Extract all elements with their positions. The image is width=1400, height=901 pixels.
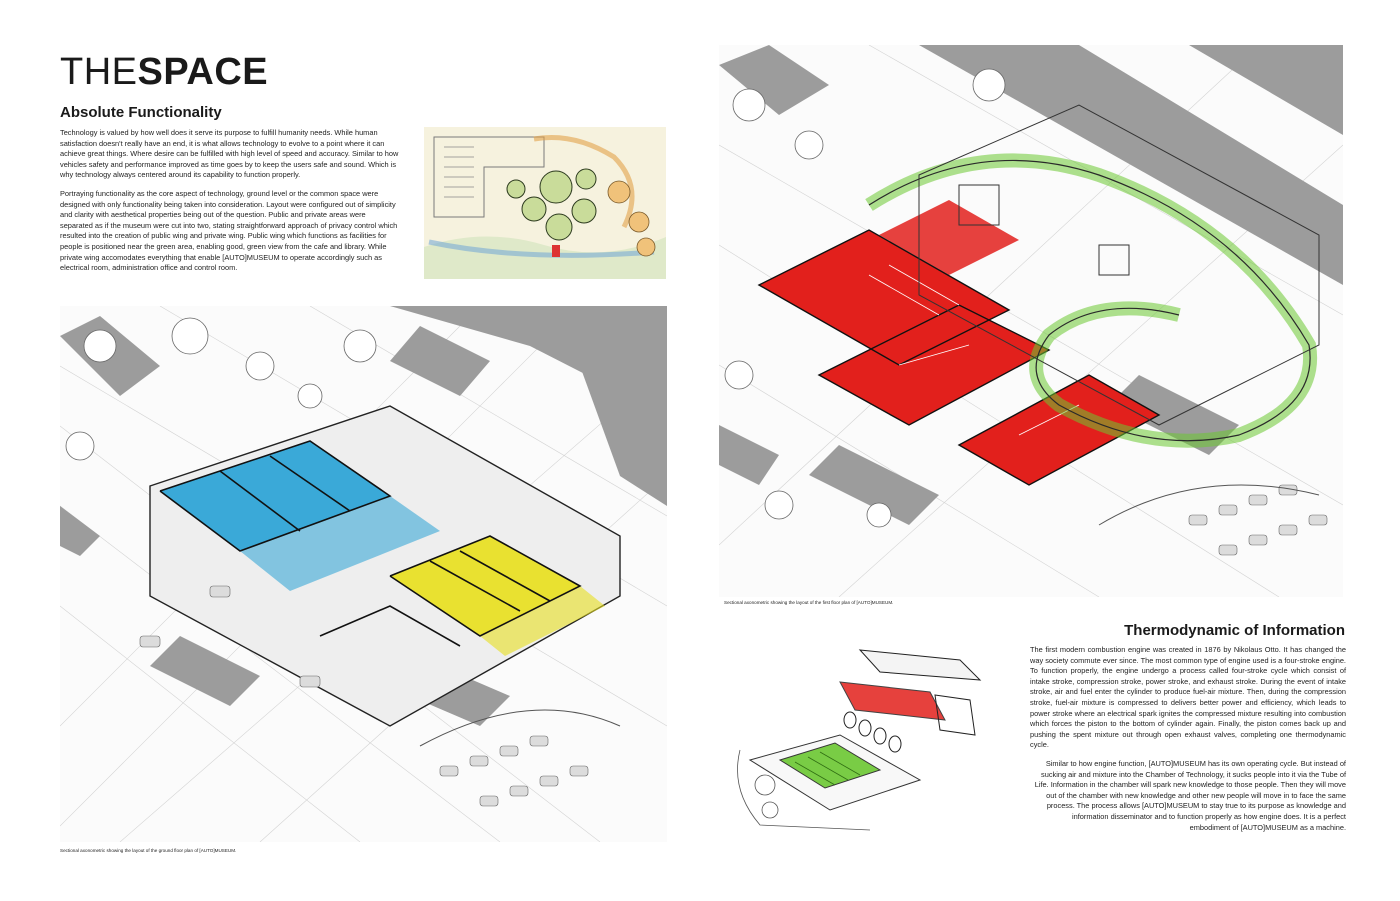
section-heading-thermodynamic: Thermodynamic of Information [1124,622,1345,639]
ground-floor-caption: Sectional axonometric showing the layout… [60,848,237,853]
functionality-paragraph-1: Technology is valued by how well does it… [60,128,399,180]
concept-sketch [424,127,666,279]
ground-floor-axonometric [60,306,667,842]
title-bold: SPACE [137,51,269,93]
engine-diagram [730,640,1020,840]
thermodynamic-text: The first modern combustion engine was c… [1030,645,1346,841]
thermodynamic-paragraph-2: Similar to how engine function, [AUTO]MU… [1034,758,1346,832]
title-thin: THE [60,51,138,93]
thermodynamic-paragraph-1: The first modern combustion engine was c… [1030,645,1346,750]
functionality-paragraph-2: Portraying functionality as the core asp… [60,188,398,273]
section-heading-functionality: Absolute Functionality [60,104,222,121]
page-title: THESPACE [60,50,268,94]
first-floor-caption: Sectional axonometric showing the layout… [724,600,894,605]
first-floor-axonometric [719,45,1343,597]
functionality-text: Technology is valued by how well does it… [60,128,400,282]
